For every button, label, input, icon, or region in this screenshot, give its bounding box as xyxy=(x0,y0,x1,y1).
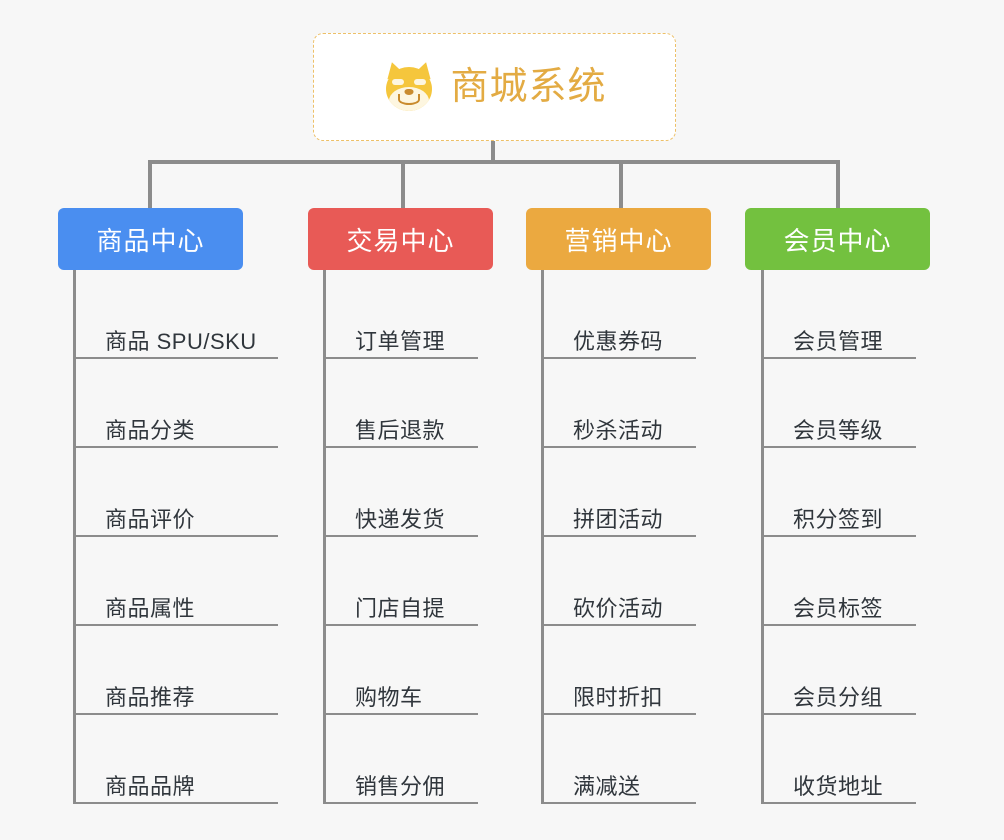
sub-item[interactable]: 会员等级 xyxy=(761,359,916,448)
sub-item-label: 会员等级 xyxy=(793,417,884,443)
sub-item-label: 商品推荐 xyxy=(105,684,196,710)
sub-item-label: 商品属性 xyxy=(105,595,196,621)
sub-item-label: 商品分类 xyxy=(105,417,196,443)
sub-item[interactable]: 商品 SPU/SKU xyxy=(73,270,278,359)
sub-item-label: 商品评价 xyxy=(105,506,196,532)
sub-item[interactable]: 积分签到 xyxy=(761,448,916,537)
sub-item-label: 商品品牌 xyxy=(105,773,196,799)
sub-item[interactable]: 销售分佣 xyxy=(323,715,478,804)
sub-item-column-1: 订单管理售后退款快递发货门店自提购物车销售分佣 xyxy=(323,270,478,804)
sub-item-label: 会员标签 xyxy=(793,595,884,621)
sub-item-column-0: 商品 SPU/SKU 商品分类商品评价商品属性商品推荐商品品牌 xyxy=(73,270,278,804)
category-box-1[interactable]: 交易中心 xyxy=(308,208,493,270)
sub-item-label: 商品 SPU/SKU xyxy=(105,328,257,354)
sub-item-label: 订单管理 xyxy=(355,328,446,354)
connector-drop-2 xyxy=(619,160,623,208)
sub-item[interactable]: 收货地址 xyxy=(761,715,916,804)
sub-item[interactable]: 商品评价 xyxy=(73,448,278,537)
sub-item-label: 拼团活动 xyxy=(573,506,664,532)
category-label: 商品中心 xyxy=(96,225,205,256)
sub-item-column-2: 优惠券码秒杀活动拼团活动砍价活动限时折扣满减送 xyxy=(541,270,696,804)
column-spine xyxy=(323,270,326,804)
connector-drop-1 xyxy=(401,160,405,208)
category-box-2[interactable]: 营销中心 xyxy=(526,208,711,270)
sub-item[interactable]: 满减送 xyxy=(541,715,696,804)
sub-item-label: 优惠券码 xyxy=(573,328,664,354)
sub-item[interactable]: 门店自提 xyxy=(323,537,478,626)
category-label: 营销中心 xyxy=(564,225,673,256)
sub-item[interactable]: 会员管理 xyxy=(761,270,916,359)
sub-item[interactable]: 砍价活动 xyxy=(541,537,696,626)
sub-item-label: 快递发货 xyxy=(355,506,446,532)
connector-root-stem xyxy=(491,141,495,164)
connector-horizontal-bus xyxy=(148,160,838,164)
sub-item-label: 砍价活动 xyxy=(573,595,664,621)
sub-item-column-3: 会员管理会员等级积分签到会员标签会员分组收货地址 xyxy=(761,270,916,804)
sub-item-label: 售后退款 xyxy=(355,417,446,443)
sub-item-label: 积分签到 xyxy=(793,506,884,532)
sub-item[interactable]: 商品属性 xyxy=(73,537,278,626)
sub-item[interactable]: 限时折扣 xyxy=(541,626,696,715)
sub-item[interactable]: 商品分类 xyxy=(73,359,278,448)
sub-item-label: 会员管理 xyxy=(793,328,884,354)
sub-item-label: 收货地址 xyxy=(793,773,884,799)
sub-item-label: 销售分佣 xyxy=(355,773,446,799)
category-box-0[interactable]: 商品中心 xyxy=(58,208,243,270)
sub-item-label: 满减送 xyxy=(573,773,641,799)
sub-item[interactable]: 商品品牌 xyxy=(73,715,278,804)
sub-item[interactable]: 订单管理 xyxy=(323,270,478,359)
column-spine xyxy=(541,270,544,804)
connector-drop-3 xyxy=(836,160,840,208)
column-spine xyxy=(73,270,76,804)
sub-item[interactable]: 快递发货 xyxy=(323,448,478,537)
connector-drop-0 xyxy=(148,160,152,208)
sub-item-label: 秒杀活动 xyxy=(573,417,664,443)
category-box-3[interactable]: 会员中心 xyxy=(745,208,930,270)
sub-item[interactable]: 商品推荐 xyxy=(73,626,278,715)
sub-item[interactable]: 售后退款 xyxy=(323,359,478,448)
shiba-dog-icon xyxy=(382,59,436,112)
sub-item-label: 购物车 xyxy=(355,684,423,710)
sub-item[interactable]: 秒杀活动 xyxy=(541,359,696,448)
category-label: 交易中心 xyxy=(346,225,455,256)
sub-item[interactable]: 拼团活动 xyxy=(541,448,696,537)
root-title: 商城系统 xyxy=(450,66,607,108)
root-node[interactable]: 商城系统 xyxy=(313,33,676,141)
column-spine xyxy=(761,270,764,804)
sub-item-label: 会员分组 xyxy=(793,684,884,710)
category-label: 会员中心 xyxy=(783,225,892,256)
sub-item[interactable]: 会员标签 xyxy=(761,537,916,626)
sub-item[interactable]: 优惠券码 xyxy=(541,270,696,359)
sub-item[interactable]: 会员分组 xyxy=(761,626,916,715)
sub-item-label: 限时折扣 xyxy=(573,684,664,710)
sub-item-label: 门店自提 xyxy=(355,595,446,621)
sub-item[interactable]: 购物车 xyxy=(323,626,478,715)
